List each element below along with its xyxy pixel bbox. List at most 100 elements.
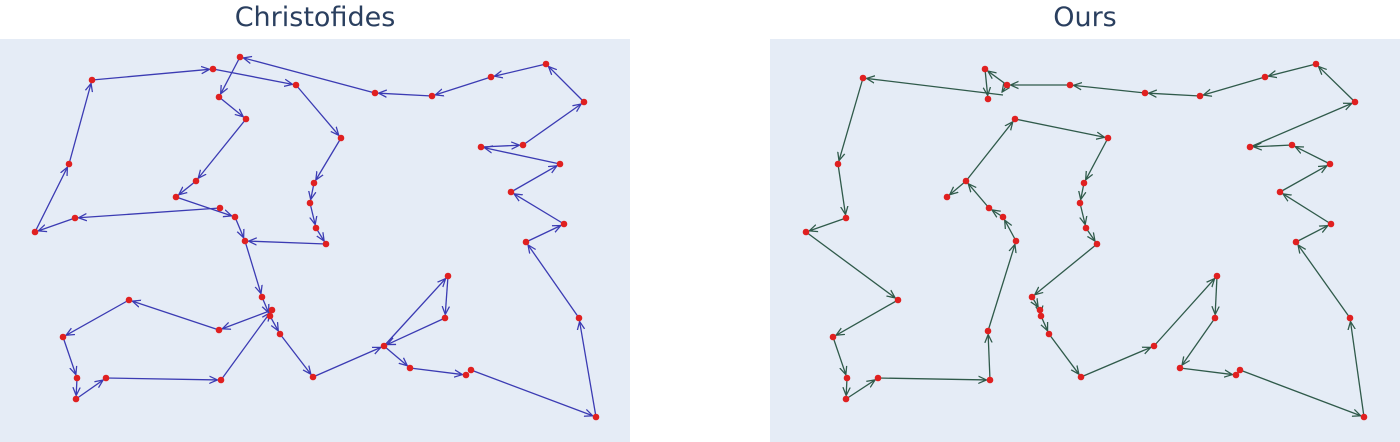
tour-edge-ours — [1283, 194, 1332, 225]
tour-edge-christofides — [528, 245, 580, 319]
city-node-ours — [1346, 314, 1354, 322]
tour-edge-ours — [987, 244, 1015, 332]
tour-edge-christofides — [244, 240, 261, 294]
city-node-christofides — [236, 53, 244, 61]
tour-edge-christofides — [68, 83, 91, 165]
city-node-ours — [1077, 373, 1085, 381]
tour-edge-ours — [1148, 93, 1201, 96]
city-node-christofides — [542, 60, 550, 68]
city-node-ours — [1236, 366, 1244, 374]
city-node-christofides — [276, 330, 284, 338]
city-node-ours — [1326, 160, 1334, 168]
tour-edge-christofides — [62, 336, 76, 375]
tour-edge-ours — [1182, 317, 1216, 365]
city-node-christofides — [556, 160, 564, 168]
city-node-christofides — [292, 81, 300, 89]
tour-edge-ours — [877, 378, 987, 380]
tour-edge-christofides — [212, 68, 293, 84]
tour-edge-christofides — [198, 118, 247, 178]
city-node-christofides — [209, 65, 217, 73]
city-node-christofides — [215, 93, 223, 101]
city-node-christofides — [337, 134, 345, 142]
tour-edge-ours — [1153, 279, 1215, 347]
city-node-christofides — [71, 214, 79, 222]
tour-edge-ours — [1215, 275, 1217, 315]
city-node-christofides — [467, 366, 475, 374]
city-node-christofides — [215, 326, 223, 334]
city-node-ours — [943, 193, 951, 201]
city-node-ours — [1312, 60, 1320, 68]
city-node-ours — [834, 160, 842, 168]
tour-christofides — [31, 53, 600, 421]
city-node-ours — [984, 327, 992, 335]
city-node-ours — [1028, 293, 1036, 301]
tour-edge-christofides — [175, 196, 232, 216]
city-node-ours — [1036, 306, 1044, 314]
tour-edge-christofides — [510, 166, 557, 193]
tour-edge-ours — [1048, 333, 1079, 374]
city-node-christofides — [406, 364, 414, 372]
city-node-christofides — [73, 374, 81, 382]
city-node-christofides — [371, 89, 379, 97]
city-node-ours — [1246, 143, 1254, 151]
city-node-ours — [1292, 238, 1300, 246]
city-node-christofides — [428, 92, 436, 100]
tour-edge-ours — [985, 68, 988, 96]
tour-edge-christofides — [409, 367, 463, 375]
city-node-christofides — [322, 240, 330, 248]
city-node-christofides — [102, 374, 110, 382]
city-node-christofides — [231, 213, 239, 221]
city-node-christofides — [31, 228, 39, 236]
tour-edge-ours — [1203, 76, 1266, 95]
city-node-christofides — [592, 413, 600, 421]
tour-edge-christofides — [91, 69, 210, 81]
tour-edge-christofides — [548, 66, 585, 103]
city-node-christofides — [65, 160, 73, 168]
tour-edge-ours — [1279, 166, 1327, 193]
tour-edge-ours — [1239, 369, 1361, 416]
tour-edge-ours — [1298, 245, 1351, 319]
tour-edge-ours — [965, 122, 1013, 182]
tour-edge-ours — [1073, 85, 1146, 94]
tour-edge-christofides — [234, 216, 244, 238]
tour-edge-christofides — [218, 96, 243, 117]
tour-edge-christofides — [470, 369, 593, 416]
tour-edge-christofides — [480, 145, 520, 147]
tour-edge-ours — [1350, 321, 1365, 418]
tour-edge-ours — [988, 334, 990, 381]
city-node-ours — [1261, 73, 1269, 81]
city-node-ours — [859, 74, 867, 82]
tour-edge-christofides — [383, 279, 446, 347]
city-node-ours — [1045, 330, 1053, 338]
city-node-christofides — [268, 306, 276, 314]
tour-edge-christofides — [494, 63, 547, 76]
city-node-ours — [986, 376, 994, 384]
tour-ours — [802, 60, 1368, 421]
city-node-ours — [1076, 199, 1084, 207]
city-node-christofides — [519, 141, 527, 149]
tour-edge-ours — [1179, 367, 1233, 375]
city-node-ours — [1093, 240, 1101, 248]
tour-edge-christofides — [243, 58, 376, 94]
tour-edge-ours — [1268, 63, 1317, 76]
chart-title-christofides: Christofides — [234, 2, 396, 33]
tour-edge-christofides — [78, 207, 221, 218]
city-node-christofides — [441, 314, 449, 322]
city-node-christofides — [172, 193, 180, 201]
city-node-christofides — [306, 199, 314, 207]
city-node-ours — [1104, 134, 1112, 142]
tour-edge-christofides — [66, 299, 130, 335]
tour-edge-christofides — [387, 317, 446, 345]
city-node-ours — [1360, 413, 1368, 421]
city-node-christofides — [192, 177, 200, 185]
city-node-ours — [894, 296, 902, 304]
city-node-ours — [874, 374, 882, 382]
city-node-ours — [1351, 98, 1359, 106]
tour-edge-christofides — [105, 378, 218, 380]
tour-edge-christofides — [279, 333, 311, 374]
city-node-ours — [829, 333, 837, 341]
city-node-ours — [1012, 237, 1020, 245]
city-node-christofides — [217, 376, 225, 384]
tour-edge-ours — [805, 231, 895, 298]
